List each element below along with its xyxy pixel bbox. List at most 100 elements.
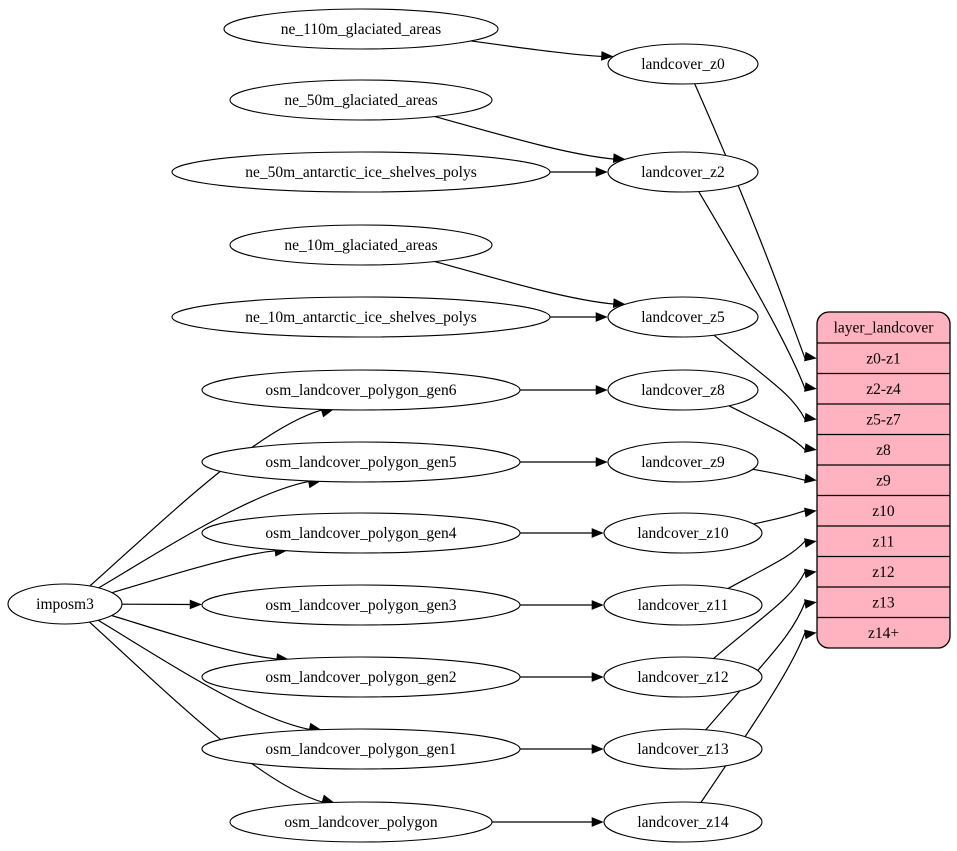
node-ellipse-landcover_z0 [607,43,759,85]
edge-line [700,632,806,803]
edge-arrowhead [804,507,817,518]
node-osm_landcover_polygon_gen5[interactable]: osm_landcover_polygon_gen5 [201,441,521,483]
table-row-cell-z0-z1[interactable] [817,343,950,374]
node-ellipse-imposm3 [7,583,123,625]
node-imposm3[interactable]: imposm3 [7,583,123,625]
edge-line [698,191,806,389]
table-outline [816,311,951,649]
node-ellipse-osm_landcover_polygon_gen2 [201,656,521,698]
node-landcover_z13[interactable]: landcover_z13 [603,728,763,770]
table-row-cell-z9[interactable] [817,465,950,496]
table-row-cell-z13[interactable] [817,587,950,618]
edge-ne_110m_glaciated_areas-to-landcover_z0 [470,40,614,61]
node-osm_landcover_polygon_gen6[interactable]: osm_landcover_polygon_gen6 [201,369,521,411]
node-ellipse-landcover_z14 [603,801,763,843]
edge-osm_landcover_polygon_gen6-to-landcover_z8 [520,385,608,395]
edge-line [752,468,806,481]
node-ellipse-landcover_z5 [607,296,759,338]
edge-line [727,540,806,590]
node-ne_50m_glaciated_areas[interactable]: ne_50m_glaciated_areas [229,79,493,121]
edge-ne_10m_antarctic_ice_shelves_polys-to-landcover_z5 [550,312,608,322]
edge-line [713,334,806,420]
table-row-cell-z10[interactable] [817,495,950,527]
node-ellipse-ne_50m_antarctic_ice_shelves_polys [171,151,551,193]
edge-line [98,480,310,589]
node-ne_10m_antarctic_ice_shelves_polys[interactable]: ne_10m_antarctic_ice_shelves_polys [171,296,551,338]
edge-arrowhead [804,382,817,392]
node-landcover_z8[interactable]: landcover_z8 [607,369,759,411]
node-ellipse-landcover_z12 [603,656,763,698]
node-ellipse-ne_10m_glaciated_areas [229,224,493,266]
edge-line [728,405,806,451]
edges-layer [89,40,817,827]
node-ellipse-osm_landcover_polygon_gen1 [201,728,521,770]
edge-line [694,83,806,359]
node-landcover_z14[interactable]: landcover_z14 [603,801,763,843]
edge-arrowhead [595,385,608,395]
edge-imposm3-to-osm_landcover_polygon_gen3 [121,599,202,610]
node-ne_10m_glaciated_areas[interactable]: ne_10m_glaciated_areas [229,224,493,266]
edge-imposm3-to-osm_landcover_polygon_gen6 [89,408,334,587]
node-ellipse-landcover_z13 [603,728,763,770]
edge-landcover_z10-to-z10 [753,507,817,525]
edge-line [97,619,311,731]
node-landcover_z9[interactable]: landcover_z9 [607,441,759,483]
table-row-cell-z8[interactable] [817,434,950,466]
node-ellipse-landcover_z10 [603,512,763,554]
table-row-cell-z5-z7[interactable] [817,404,950,435]
node-landcover_z12[interactable]: landcover_z12 [603,656,763,698]
table-row-cell-z11[interactable] [817,526,950,557]
edge-ne_50m_glaciated_areas-to-landcover_z2 [434,115,626,163]
edge-landcover_z11-to-z11 [727,538,817,590]
edge-imposm3-to-osm_landcover_polygon_gen4 [111,547,287,594]
nodes-layer: imposm3 ne_110m_glaciated_areas ne_50m_gla… [7,8,763,843]
edge-osm_landcover_polygon_gen2-to-landcover_z12 [520,672,604,682]
node-osm_landcover_polygon[interactable]: osm_landcover_polygon [229,801,493,843]
edge-line [111,614,278,660]
edge-line [434,260,615,305]
edge-osm_landcover_polygon_gen4-to-landcover_z10 [520,528,604,538]
edge-arrowhead [804,538,817,548]
node-ellipse-landcover_z8 [607,369,759,411]
edge-landcover_z5-to-z5-z7 [713,334,817,423]
node-ellipse-osm_landcover_polygon_gen6 [201,369,521,411]
edge-line [713,571,806,660]
edge-line [89,409,323,587]
node-landcover_z11[interactable]: landcover_z11 [603,584,763,626]
node-ellipse-landcover_z11 [603,584,763,626]
node-osm_landcover_polygon_gen4[interactable]: osm_landcover_polygon_gen4 [201,512,521,554]
node-ellipse-landcover_z2 [607,151,759,193]
edge-arrowhead [189,599,202,610]
edge-arrowhead [591,672,604,682]
edge-arrowhead [591,817,604,827]
node-landcover_z10[interactable]: landcover_z10 [603,512,763,554]
table-body: layer_landcoverz0-z1z2-z4z5-z7z8z9z10z11… [817,312,950,648]
node-ellipse-osm_landcover_polygon_gen4 [201,512,521,554]
edge-arrowhead [804,351,817,362]
table-row-cell-z12[interactable] [817,556,950,588]
edge-landcover_z13-to-z13 [705,599,817,731]
node-osm_landcover_polygon_gen2[interactable]: osm_landcover_polygon_gen2 [201,656,521,698]
edge-landcover_z0-to-z0-z1 [694,83,817,362]
edge-landcover_z12-to-z12 [713,568,817,660]
table-row-cell-z2-z4[interactable] [817,373,950,405]
edge-arrowhead [804,443,817,453]
node-landcover_z2[interactable]: landcover_z2 [607,151,759,193]
node-ne_50m_antarctic_ice_shelves_polys[interactable]: ne_50m_antarctic_ice_shelves_polys [171,151,551,193]
layer-landcover-table: layer_landcoverz0-z1z2-z4z5-z7z8z9z10z11… [816,311,951,649]
node-ellipse-ne_110m_glaciated_areas [223,8,499,50]
edge-arrowhead [591,600,604,610]
edge-ne_10m_glaciated_areas-to-landcover_z5 [434,260,626,308]
table-row-cell-z14+[interactable] [817,617,950,649]
node-ellipse-osm_landcover_polygon_gen3 [201,584,521,626]
node-ne_110m_glaciated_areas[interactable]: ne_110m_glaciated_areas [223,8,499,50]
node-osm_landcover_polygon_gen1[interactable]: osm_landcover_polygon_gen1 [201,728,521,770]
edge-imposm3-to-osm_landcover_polygon [89,621,335,804]
node-landcover_z0[interactable]: landcover_z0 [607,43,759,85]
edge-arrowhead [595,457,608,467]
edge-osm_landcover_polygon-to-landcover_z14 [492,817,604,827]
node-osm_landcover_polygon_gen3[interactable]: osm_landcover_polygon_gen3 [201,584,521,626]
node-landcover_z5[interactable]: landcover_z5 [607,296,759,338]
